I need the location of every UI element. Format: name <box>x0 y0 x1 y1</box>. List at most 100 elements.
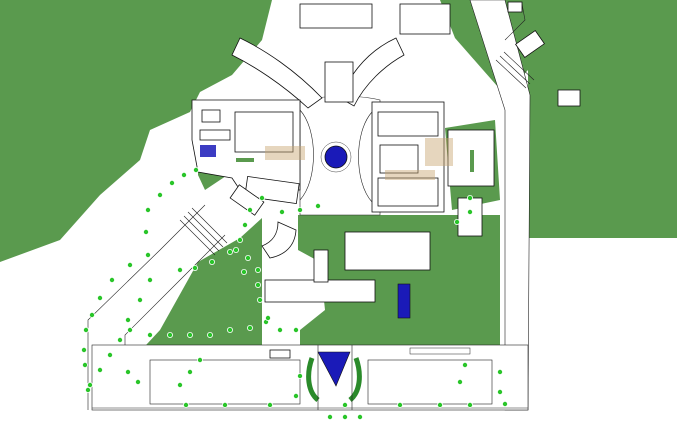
tree <box>456 378 463 385</box>
corridor-north-south <box>313 249 329 283</box>
tree <box>232 246 239 253</box>
tree <box>87 381 94 388</box>
tree <box>146 331 153 338</box>
tree <box>292 326 299 333</box>
tree <box>127 261 134 268</box>
tree <box>85 386 92 393</box>
tree <box>97 366 104 373</box>
tree <box>356 413 363 420</box>
parking <box>149 347 493 405</box>
parking-left <box>149 359 301 405</box>
tree <box>341 413 348 420</box>
west-lower-building <box>244 176 300 204</box>
east-wing-inner-c <box>377 177 439 207</box>
tree <box>258 194 265 201</box>
tree <box>117 336 124 343</box>
tree <box>125 368 132 375</box>
buildings <box>191 1 581 359</box>
tree <box>156 191 163 198</box>
tree <box>97 294 104 301</box>
parking-strip <box>409 347 471 355</box>
tree <box>186 368 193 375</box>
ne-pavilion-c <box>507 1 523 13</box>
plaza-arc <box>299 109 314 201</box>
tree <box>81 346 88 353</box>
west-wing-inner-a <box>234 111 294 153</box>
tree <box>180 171 187 178</box>
tree <box>136 296 143 303</box>
east-annex <box>457 197 483 237</box>
tree <box>109 276 116 283</box>
tree <box>314 202 321 209</box>
gate-south <box>269 349 291 359</box>
tree <box>206 331 213 338</box>
tree <box>326 413 333 420</box>
lawn-northwest <box>0 0 272 262</box>
pergola-east-lower <box>385 170 435 180</box>
tree <box>501 400 508 407</box>
lawn-bar-3 <box>200 145 216 157</box>
tree <box>466 208 473 215</box>
tree <box>176 266 183 273</box>
tree <box>125 316 132 323</box>
tree <box>240 268 247 275</box>
tree <box>196 356 203 363</box>
tree <box>496 368 503 375</box>
tree <box>191 264 198 271</box>
tree <box>107 351 114 358</box>
tree <box>176 381 183 388</box>
lawn-bar <box>236 158 254 162</box>
ne-pavilion-b <box>557 89 581 107</box>
tree <box>226 248 233 255</box>
entry-road <box>317 345 353 410</box>
road-east-ramp <box>504 3 526 41</box>
tree <box>278 208 285 215</box>
road-outline-west <box>87 204 206 410</box>
east-wing-inner-b <box>379 144 419 174</box>
building-top <box>299 3 373 29</box>
steps <box>179 51 535 256</box>
tree <box>246 324 253 331</box>
tree <box>182 401 189 408</box>
tree <box>221 401 228 408</box>
tree <box>236 236 243 243</box>
trees <box>81 166 508 420</box>
tree <box>241 221 248 228</box>
tree <box>256 296 263 303</box>
parking-right <box>367 359 493 405</box>
tree <box>276 326 283 333</box>
water-channel <box>397 283 411 319</box>
tree <box>83 326 90 333</box>
building-top-right <box>399 3 451 35</box>
tree <box>254 266 261 273</box>
diagonal-building <box>229 184 265 216</box>
lawn-bar-2 <box>470 150 474 172</box>
steps-ne <box>495 51 535 89</box>
east-wing-inner-a <box>377 111 439 137</box>
wing-left <box>231 37 323 109</box>
fountain-ring <box>320 141 352 173</box>
tree <box>168 179 175 186</box>
tree <box>166 331 173 338</box>
tree <box>146 276 153 283</box>
tree <box>144 251 151 258</box>
mid-building <box>344 231 431 271</box>
fountain-central <box>324 145 348 169</box>
tree <box>341 401 348 408</box>
tree <box>466 401 473 408</box>
south-building <box>264 279 376 303</box>
tree <box>266 401 273 408</box>
steps-west <box>179 207 228 256</box>
tree <box>89 311 96 318</box>
tree <box>436 401 443 408</box>
tree <box>192 166 199 173</box>
tree <box>292 392 299 399</box>
tree <box>264 314 271 321</box>
tree <box>127 326 134 333</box>
ne-pavilion-a <box>515 30 545 58</box>
tree <box>134 378 141 385</box>
tree <box>396 401 403 408</box>
tree <box>246 206 253 213</box>
tree <box>296 372 303 379</box>
